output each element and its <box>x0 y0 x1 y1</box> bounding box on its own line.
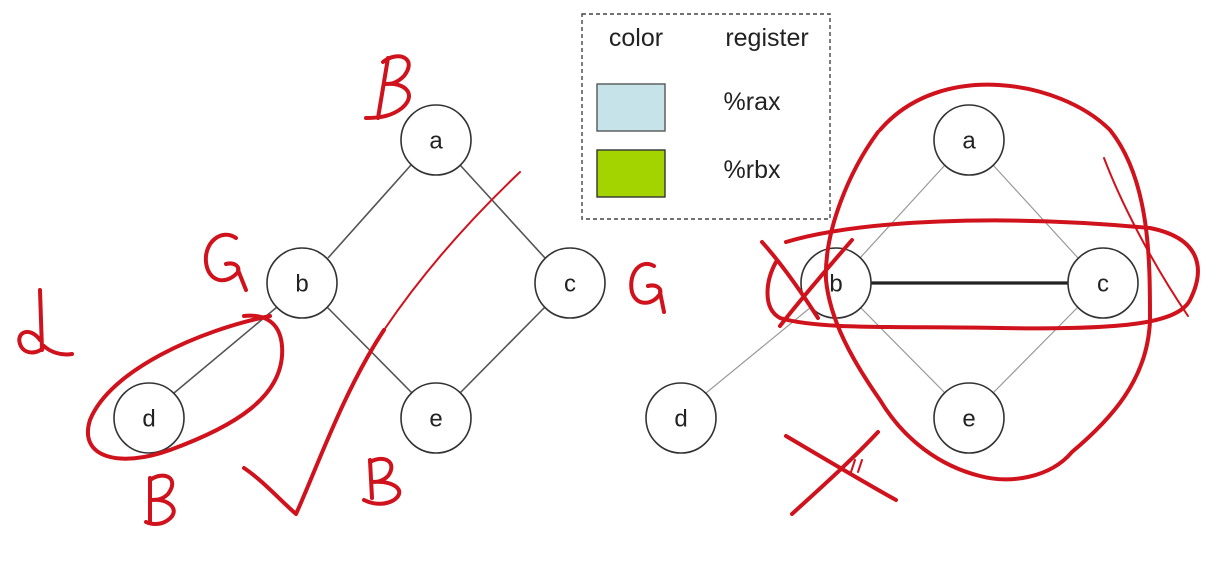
right-edge-a-c <box>992 164 1079 259</box>
right-node-b-label: b <box>829 271 842 298</box>
handwritten-x-marks-quote <box>850 459 863 473</box>
left-graph: a b c d e <box>113 104 606 454</box>
right-graph: a b c d e <box>645 104 1139 454</box>
right-node-e: e <box>933 382 1005 454</box>
left-node-b-label: b <box>295 271 308 298</box>
left-node-c: c <box>534 247 606 319</box>
left-edge-a-b <box>327 164 412 259</box>
right-node-d: d <box>645 382 717 454</box>
right-node-a-label: a <box>962 128 976 155</box>
handwritten-g-left-b <box>203 232 248 292</box>
left-edge-b-d <box>173 306 278 394</box>
right-edge-b-e <box>859 306 946 394</box>
right-node-a: a <box>933 104 1005 176</box>
legend-border <box>581 13 831 220</box>
legend-header-register: register <box>725 24 808 52</box>
left-node-c-label: c <box>564 271 576 298</box>
right-node-c-label: c <box>1097 271 1109 298</box>
left-node-d: d <box>113 382 185 454</box>
handwritten-stroke-right-edge <box>1103 157 1189 317</box>
left-node-e-label: e <box>429 406 442 433</box>
right-edge-c-e <box>992 306 1079 394</box>
legend-register-rbx: %rbx <box>724 156 781 184</box>
right-node-d-label: d <box>674 406 687 433</box>
left-node-e: e <box>400 382 472 454</box>
legend: color register %rax %rbx <box>581 13 831 220</box>
handwritten-checkmark-stroke <box>383 171 521 331</box>
left-node-b: b <box>266 247 338 319</box>
handwritten-loop-right-cluster <box>823 82 1152 482</box>
handwritten-d-far-left <box>17 288 74 357</box>
handwritten-checkmark <box>242 328 386 516</box>
legend-swatch-rbx <box>596 149 666 198</box>
handwritten-annotations <box>17 54 1200 526</box>
handwritten-loop-b-c <box>765 218 1200 331</box>
left-node-d-label: d <box>142 406 155 433</box>
left-node-a-label: a <box>429 128 443 155</box>
handwritten-loop-b-d <box>86 313 285 461</box>
handwritten-g-right-c <box>629 262 666 314</box>
right-node-e-label: e <box>962 406 975 433</box>
legend-swatch-rax <box>596 83 666 132</box>
right-edge-a-b <box>859 164 946 259</box>
left-node-a: a <box>400 104 472 176</box>
right-node-c: c <box>1067 247 1139 319</box>
handwritten-b-under-d <box>144 473 176 526</box>
handwritten-x-mark <box>784 430 898 516</box>
legend-register-rax: %rax <box>724 88 781 116</box>
handwritten-cross-over-b <box>760 238 854 328</box>
left-edge-c-e <box>459 306 546 394</box>
left-edge-a-c <box>459 164 546 259</box>
handwritten-b-above-a <box>364 54 411 120</box>
handwritten-b-under-e <box>362 456 402 506</box>
legend-header-color: color <box>609 24 663 52</box>
